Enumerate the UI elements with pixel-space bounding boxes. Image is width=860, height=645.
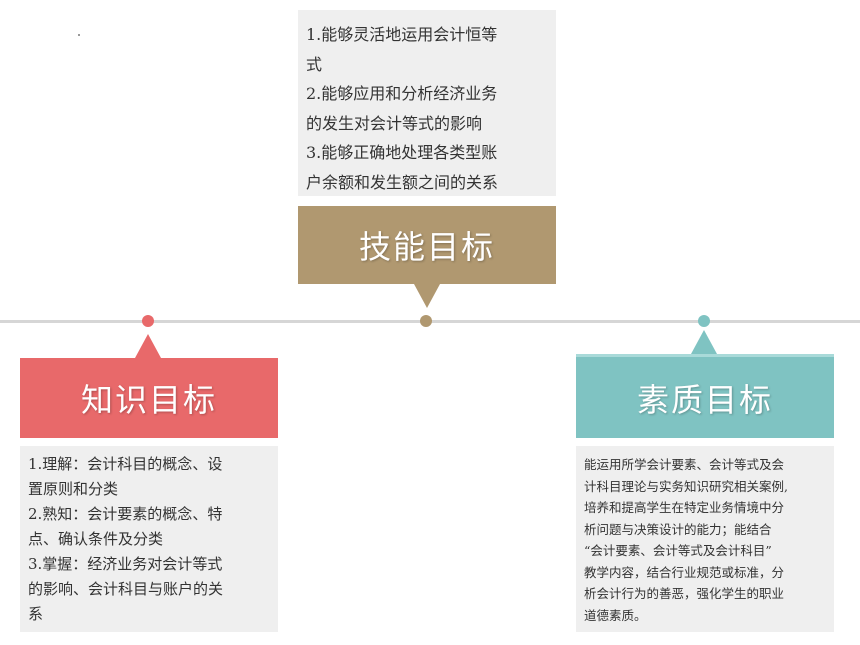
skill-line: 的发生对会计等式的影响 xyxy=(306,113,483,133)
skill-description: 1.能够灵活地运用会计恒等 式 2.能够应用和分析经济业务 的发生对会计等式的影… xyxy=(298,10,556,196)
quality-line: 析问题与决策设计的能力；能结合 xyxy=(584,521,772,537)
quality-line: 教学内容，结合行业规范或标准，分 xyxy=(584,564,785,580)
quality-line: 培养和提高学生在特定业务情境中分 xyxy=(584,500,785,515)
skill-title: 技能目标 xyxy=(358,228,495,266)
knowledge-line: 点、确认条件及分类 xyxy=(28,530,164,548)
timeline-dot-skill xyxy=(420,315,432,327)
knowledge-line: 的影响、会计科目与账户的关 xyxy=(28,580,224,598)
speck xyxy=(78,34,80,36)
quality-line: 道德素质。 xyxy=(584,607,647,623)
knowledge-banner: 知识目标 xyxy=(20,358,278,438)
skill-line: 1.能够灵活地运用会计恒等 xyxy=(306,25,498,44)
skill-banner: 技能目标 xyxy=(298,206,556,284)
quality-line: 能运用所学会计要素、会计等式及会 xyxy=(584,457,785,472)
knowledge-title: 知识目标 xyxy=(80,381,217,419)
quality-line: “会计要素、会计等式及会计科目” xyxy=(584,543,772,558)
skill-line: 户余额和发生额之间的关系 xyxy=(306,172,499,192)
quality-line: 析会计行为的善恶，强化学生的职业 xyxy=(584,586,785,601)
timeline-dot-knowledge xyxy=(142,315,154,327)
quality-title: 素质目标 xyxy=(636,380,773,419)
skill-line: 3.能够正确地处理各类型账 xyxy=(306,143,498,162)
quality-description: 能运用所学会计要素、会计等式及会 计科目理论与实务知识研究相关案例, 培养和提高… xyxy=(576,446,834,632)
knowledge-line: 3.掌握：经济业务对会计等式 xyxy=(28,555,223,573)
knowledge-line: 置原则和分类 xyxy=(28,480,119,498)
timeline-dot-quality xyxy=(698,315,710,327)
knowledge-line: 1.理解：会计科目的概念、设 xyxy=(28,455,223,473)
skill-pointer xyxy=(414,284,440,308)
quality-banner: 素质目标 xyxy=(576,354,834,438)
knowledge-pointer xyxy=(135,334,161,358)
knowledge-line: 系 xyxy=(28,605,44,623)
knowledge-description: 1.理解：会计科目的概念、设 置原则和分类 2.熟知：会计要素的概念、特 点、确… xyxy=(20,446,278,632)
skill-line: 2.能够应用和分析经济业务 xyxy=(306,84,498,103)
quality-line: 计科目理论与实务知识研究相关案例, xyxy=(584,478,788,494)
skill-line: 式 xyxy=(306,54,323,74)
knowledge-line: 2.熟知：会计要素的概念、特 xyxy=(28,505,223,523)
quality-pointer xyxy=(691,330,717,354)
